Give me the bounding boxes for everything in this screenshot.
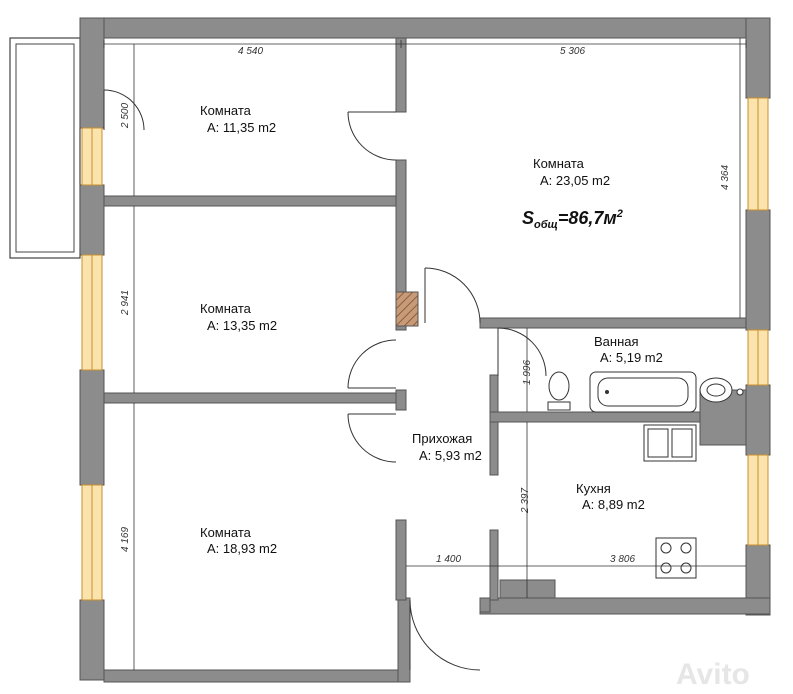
- dim-kitchen-height: 2 397: [520, 488, 531, 514]
- room-3-name: Комната: [200, 301, 252, 316]
- bathroom-name: Ванная: [594, 334, 639, 349]
- dim-left-mid: 2 941: [120, 290, 131, 316]
- kitchen-area: A: 8,89 m2: [582, 497, 645, 512]
- bathtub-icon: [589, 371, 697, 413]
- room-3-area: A: 13,35 m2: [207, 318, 277, 333]
- room-2-name: Комната: [533, 156, 585, 171]
- room-4-name: Комната: [200, 525, 252, 540]
- dim-bottom-mid: 1 400: [436, 554, 461, 565]
- hallway-area: A: 5,93 m2: [419, 448, 482, 463]
- hatched-column: [395, 291, 419, 327]
- dim-top-right: 5 306: [560, 46, 585, 57]
- dim-left-bottom: 4 169: [120, 527, 131, 552]
- hallway-name: Прихожая: [412, 431, 472, 446]
- dim-bottom-right: 3 806: [610, 554, 635, 565]
- sink-icon: [699, 377, 744, 403]
- doors: [103, 89, 547, 671]
- dim-bath-height: 1 996: [522, 360, 533, 385]
- balcony: [9, 37, 81, 259]
- toilet-icon: [547, 371, 571, 411]
- exterior-walls: [79, 17, 771, 683]
- stove-icon: [655, 537, 697, 579]
- dim-right-upper: 4 364: [720, 165, 731, 190]
- watermark-logo: Avito: [676, 658, 750, 691]
- dimension-lines: [103, 38, 747, 670]
- kitchen-name: Кухня: [576, 481, 611, 496]
- dim-top-left: 4 540: [238, 46, 263, 57]
- windows: [81, 97, 769, 601]
- total-area: Sобщ=86,7м2: [522, 208, 623, 231]
- kitchen-sink-icon: [643, 424, 697, 462]
- room-4-area: A: 18,93 m2: [207, 541, 277, 556]
- room-1-name: Комната: [200, 103, 252, 118]
- room-1-area: A: 11,35 m2: [207, 120, 276, 135]
- bathroom-area: A: 5,19 m2: [600, 350, 663, 365]
- dim-left-top: 2 500: [120, 103, 131, 129]
- room-2-area: A: 23,05 m2: [540, 173, 610, 188]
